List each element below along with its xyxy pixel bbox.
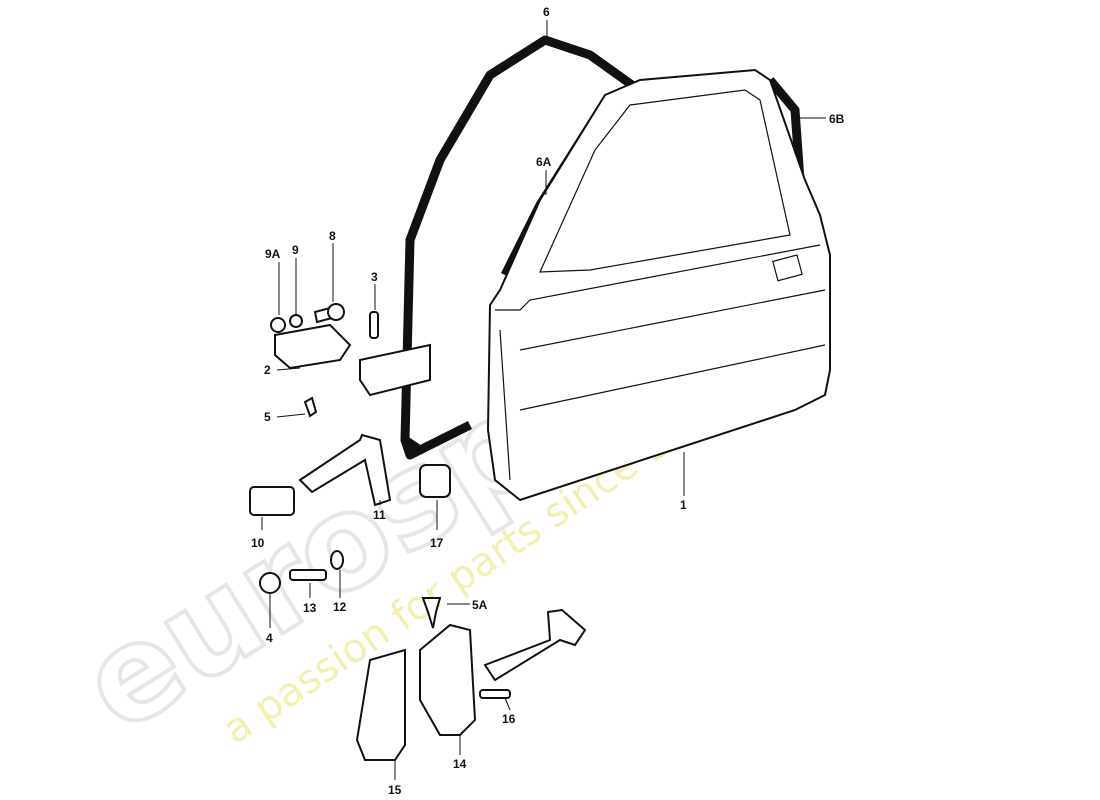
callout-9a: 9A [265, 247, 281, 261]
leader-lines [261, 20, 826, 780]
bolt-13 [289, 569, 327, 581]
callout-6: 6 [543, 5, 550, 19]
door-check-assembly [483, 608, 587, 682]
callout-4: 4 [266, 631, 273, 645]
rubber-buffer-10 [249, 486, 295, 516]
callout-15: 15 [388, 783, 402, 797]
housing-14 [419, 623, 477, 736]
callout-11: 11 [373, 508, 386, 522]
callout-5a: 5A [472, 598, 488, 612]
callout-6a: 6A [536, 155, 552, 169]
washer-9a [270, 317, 286, 333]
bolt-8-head [327, 303, 345, 321]
callout-17: 17 [430, 536, 444, 550]
callout-2: 2 [264, 363, 271, 377]
door-check-11 [298, 433, 392, 507]
callout-14: 14 [453, 757, 467, 771]
callout-3: 3 [371, 270, 378, 284]
hinge-pin-3 [369, 311, 379, 339]
seal-strip-6b [766, 77, 805, 181]
callout-12: 12 [333, 600, 347, 614]
callout-1: 1 [680, 498, 687, 512]
hinge-plate-2 [274, 323, 352, 370]
spring-17 [419, 464, 451, 498]
plug-4 [259, 572, 281, 594]
callout-16: 16 [502, 712, 516, 726]
callout-6b: 6B [829, 112, 845, 126]
hinge-half [359, 343, 431, 397]
callout-8: 8 [329, 229, 336, 243]
clip-5 [303, 396, 318, 418]
callout-10: 10 [251, 536, 265, 550]
screw-5a [421, 597, 442, 629]
callout-5: 5 [264, 410, 271, 424]
callout-9: 9 [292, 243, 299, 257]
washer-9 [289, 314, 303, 328]
door-shell-1 [486, 68, 831, 502]
bolt-16 [479, 689, 511, 699]
callout-13: 13 [303, 601, 317, 615]
washer-12 [330, 550, 344, 570]
callout-labels: 6 6B 6A 9A 9 8 3 2 5 10 11 17 1 4 13 12 … [251, 5, 845, 797]
